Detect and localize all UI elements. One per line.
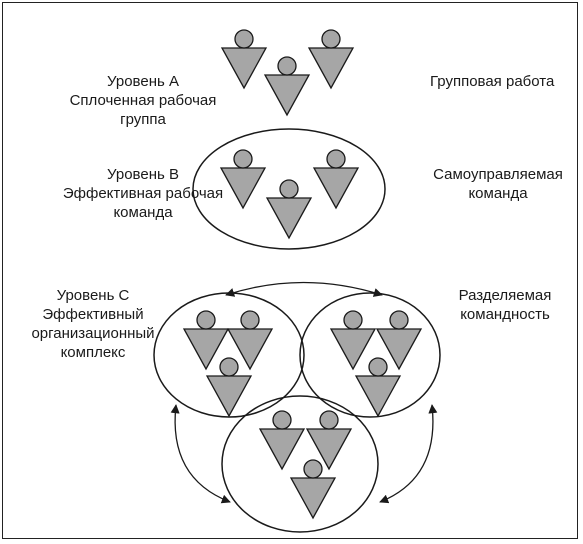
person-triangle-icon	[289, 459, 337, 520]
person-triangle-icon	[219, 149, 267, 210]
level-c-line3: комплекс	[60, 344, 126, 361]
person-triangle-icon	[375, 310, 423, 371]
person-triangle-icon	[263, 56, 311, 117]
person-triangle-icon	[182, 310, 230, 371]
person-triangle-icon	[205, 357, 253, 418]
person-triangle-icon	[307, 29, 355, 90]
person-triangle-icon	[258, 410, 306, 471]
level-a-line1: Сплоченная рабочая	[69, 92, 217, 109]
level-c-right-label: Разделяемая командность	[440, 286, 570, 324]
diagram-frame	[2, 2, 578, 539]
level-c-label: Уровень С Эффективный организационный ко…	[18, 286, 168, 362]
person-triangle-icon	[354, 357, 402, 418]
level-a-right-label: Групповая работа	[430, 73, 555, 90]
arrow-right-bottom	[379, 404, 438, 504]
level-b-line1: Эффективная рабочая	[62, 185, 224, 202]
level-b-line2: команда	[113, 204, 173, 221]
level-c-right-line2: командность	[460, 306, 550, 323]
level-c-title: Уровень С	[56, 287, 130, 304]
complex-ellipse-bottom	[221, 395, 379, 533]
arrow-left-bottom	[170, 404, 231, 504]
team-ellipse-level-b	[192, 128, 386, 250]
level-b-right-line2: команда	[468, 185, 528, 202]
level-a-title: Уровень А	[107, 73, 179, 90]
level-b-right-line1: Самоуправляемая	[433, 166, 563, 183]
level-c-right-line1: Разделяемая	[458, 287, 552, 304]
level-c-line1: Эффективный	[42, 306, 144, 323]
level-a-line2: группа	[120, 111, 166, 128]
level-c-line2: организационный	[31, 325, 155, 342]
person-triangle-icon	[312, 149, 360, 210]
level-a-label: Уровень А Сплоченная рабочая группа	[48, 72, 238, 129]
level-b-title: Уровень В	[107, 166, 179, 183]
person-triangle-icon	[265, 179, 313, 240]
person-triangle-icon	[226, 310, 274, 371]
person-triangle-icon	[329, 310, 377, 371]
level-b-label: Уровень В Эффективная рабочая команда	[48, 165, 238, 222]
person-triangle-icon	[220, 29, 268, 90]
level-b-right-label: Самоуправляемая команда	[423, 165, 573, 203]
person-triangle-icon	[305, 410, 353, 471]
arrow-left-right	[225, 281, 383, 297]
